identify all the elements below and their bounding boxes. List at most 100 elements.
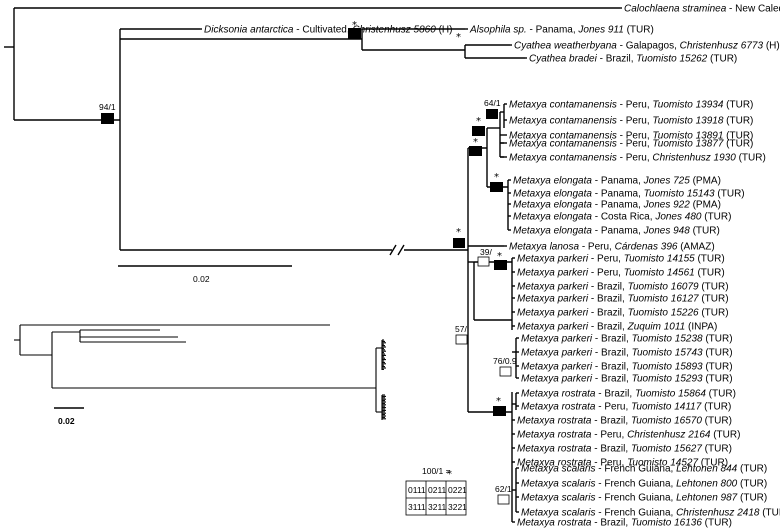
taxon-locality: - Brazil, [592, 374, 631, 385]
legend-code: 0211 [428, 485, 447, 495]
taxon-collector: Jones 911 [577, 25, 623, 36]
taxon-collector: Zuquim 1011 [627, 322, 686, 333]
taxon-name: Metaxya parkeri [517, 294, 589, 305]
support-box [101, 113, 114, 124]
taxon-label: Calochlaena straminea - New Caledonia, C… [624, 4, 780, 15]
taxon-herbarium: (TUR) [702, 416, 732, 427]
taxon-label: Metaxya elongata - Costa Rica, Jones 480… [513, 212, 731, 223]
taxon-locality: - Peru, [617, 139, 653, 150]
taxon-label: Metaxya rostrata - Brazil, Tuomisto 1657… [517, 416, 732, 427]
taxon-label: Metaxya rostrata - Brazil, Tuomisto 1613… [517, 518, 732, 528]
support-box [348, 28, 361, 39]
taxon-collector: Christenhusz 5860 [352, 25, 436, 36]
taxon-label: Metaxya parkeri - Brazil, Tuomisto 15238… [521, 334, 733, 345]
support-star: * [476, 116, 481, 127]
grid-box [477, 256, 490, 267]
taxon-locality: - Panama, [592, 226, 644, 237]
taxon-collector: Tuomisto 13934 [652, 100, 723, 111]
taxon-herbarium: (TUR) [706, 389, 736, 400]
taxon-collector: Tuomisto 14117 [631, 402, 702, 413]
taxon-herbarium: (TUR) [723, 131, 753, 142]
taxon-name: Metaxya parkeri [517, 268, 589, 279]
taxon-label: Metaxya scalaris - French Guiana, Lehton… [521, 479, 767, 490]
taxon-collector: Jones 480 [654, 212, 702, 223]
taxon-label: Dicksonia antarctica - Cultivated, Chris… [204, 25, 452, 36]
taxon-collector: Tuomisto 15262 [636, 54, 707, 65]
taxon-locality: - Galapagos, [617, 41, 680, 52]
taxon-name: Metaxya parkeri [521, 348, 593, 359]
taxon-herbarium: (TUR) [737, 464, 767, 475]
taxon-name: Metaxya scalaris [521, 479, 595, 490]
taxon-locality: - French Guiana, [595, 464, 676, 475]
taxon-herbarium: (TUR) [703, 374, 733, 385]
taxon-locality: - Brazil, [597, 54, 636, 65]
taxon-herbarium: (TUR) [723, 139, 753, 150]
grid-box [499, 366, 512, 377]
taxon-name: Metaxya scalaris [521, 493, 595, 504]
support-label-76: 76/0.9 [493, 356, 517, 366]
taxon-locality: - Brazil, [591, 416, 630, 427]
taxon-name: Metaxya elongata [513, 189, 592, 200]
support-box [490, 182, 503, 192]
taxon-name: Metaxya parkeri [517, 322, 589, 333]
main-scale-label: 0.02 [193, 274, 210, 284]
taxon-locality: - Brazil, [592, 334, 631, 345]
support-legend: 100/1 = * 0111 0211 0221 3111 3211 3221 [405, 466, 467, 516]
taxon-label: Metaxya elongata - Panama, Jones 922 (PM… [513, 200, 721, 211]
legend-code: 3221 [448, 502, 467, 512]
support-box [453, 238, 465, 248]
grid-box [455, 334, 468, 345]
taxon-label: Metaxya contamanensis - Peru, Christenhu… [509, 153, 766, 164]
taxon-name: Metaxya lanosa [509, 242, 579, 253]
taxon-herbarium: (TUR) [723, 100, 753, 111]
legend-star: * [447, 469, 452, 480]
taxon-name: Metaxya rostrata [517, 458, 592, 469]
taxon-name: Dicksonia antarctica [204, 25, 294, 36]
taxon-herbarium: (TUR) [703, 348, 733, 359]
taxon-herbarium: (TUR) [723, 116, 753, 127]
taxon-locality: - Brazil, [592, 348, 631, 359]
grid-box [497, 494, 510, 505]
taxon-label: Metaxya rostrata - Peru, Tuomisto 14117 … [521, 402, 731, 413]
taxon-label: Alsophila sp. - Panama, Jones 911 (TUR) [469, 25, 654, 36]
taxon-herbarium: (TUR) [737, 479, 767, 490]
taxon-locality: - Cultivated, [293, 25, 352, 36]
taxon-name: Metaxya contamanensis [509, 116, 617, 127]
taxon-herbarium: (TUR) [699, 282, 729, 293]
taxon-name: Alsophila sp. [469, 25, 527, 36]
taxon-herbarium: (TUR) [698, 458, 728, 469]
taxon-herbarium: (TUR) [702, 444, 732, 455]
inset-tree: 0.02 [14, 324, 386, 426]
legend-code: 0111 [408, 485, 426, 495]
support-box [493, 406, 506, 416]
taxon-label: Metaxya elongata - Panama, Tuomisto 1514… [513, 189, 745, 200]
support-star: * [496, 396, 501, 407]
taxon-herbarium: (INPA) [685, 322, 717, 333]
legend-star-key: 100/1 = [422, 466, 451, 476]
taxon-name: Metaxya rostrata [517, 430, 592, 441]
taxon-locality: - French Guiana, [595, 508, 676, 519]
taxon-name: Metaxya scalaris [521, 508, 595, 519]
support-star: * [473, 137, 478, 148]
taxon-locality: - Peru, [591, 430, 627, 441]
support-markers: * * 94/1 64/1 * * * * 39/ * 57/ 76/0.9 *… [99, 20, 517, 505]
taxon-name: Metaxya parkeri [521, 362, 593, 373]
taxon-locality: - French Guiana, [595, 493, 676, 504]
taxon-label: Metaxya parkeri - Peru, Tuomisto 14561 (… [517, 268, 725, 279]
taxon-herbarium: (TUR) [703, 362, 733, 373]
taxon-name: Metaxya rostrata [521, 389, 596, 400]
taxon-label: Metaxya rostrata - Brazil, Tuomisto 1562… [517, 444, 732, 455]
taxon-herbarium: (TUR) [701, 402, 731, 413]
support-box [469, 146, 482, 156]
taxon-herbarium: (H) [436, 25, 453, 36]
taxon-herbarium: (TUR) [736, 153, 766, 164]
taxon-label: Metaxya parkeri - Brazil, Tuomisto 15293… [521, 374, 733, 385]
taxon-name: Metaxya parkeri [517, 254, 589, 265]
taxon-name: Metaxya elongata [513, 176, 592, 187]
support-star: * [456, 227, 461, 238]
taxon-name: Metaxya scalaris [521, 464, 595, 475]
support-box [494, 260, 507, 270]
taxon-name: Metaxya rostrata [517, 444, 592, 455]
taxon-locality: - Peru, [617, 116, 653, 127]
taxon-locality: - Brazil, [591, 518, 630, 528]
